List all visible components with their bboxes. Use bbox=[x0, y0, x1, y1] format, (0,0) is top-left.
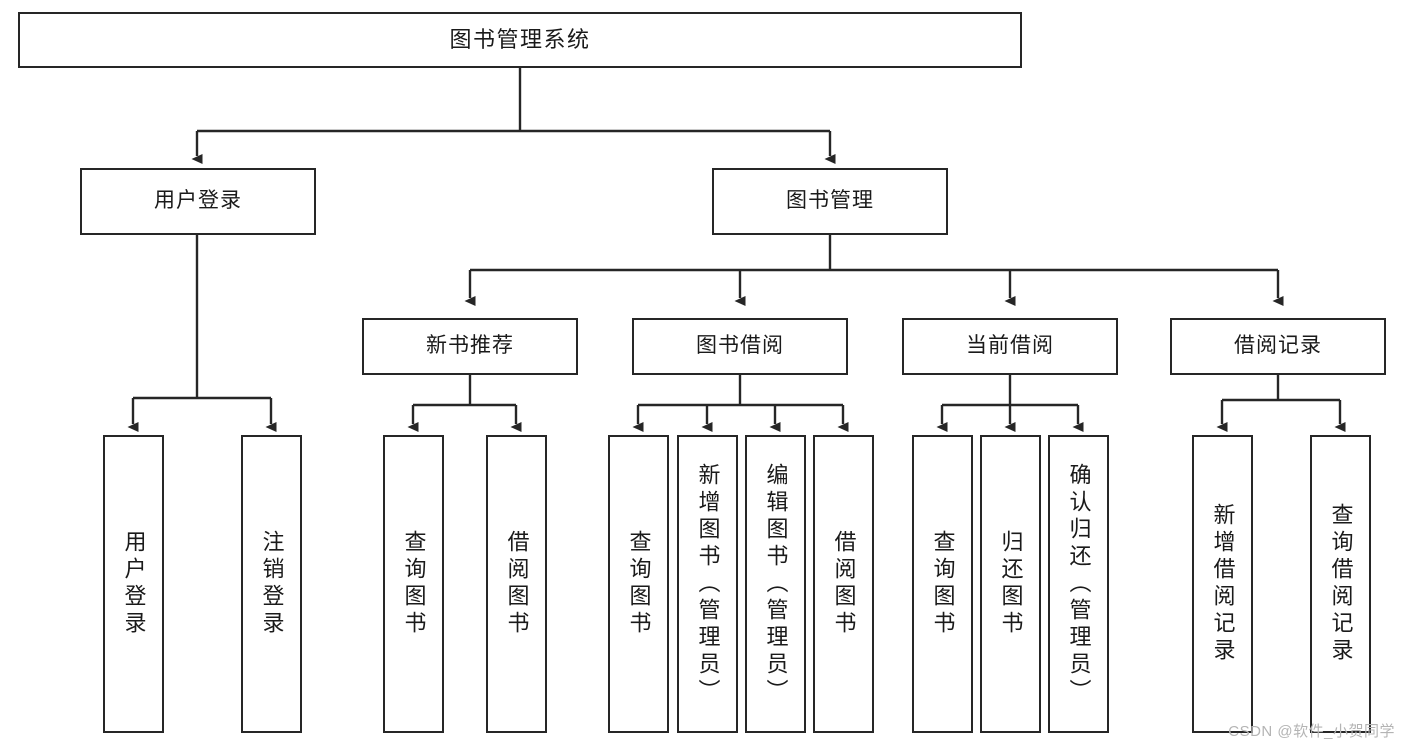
node-label: 查询借阅记录 bbox=[1328, 503, 1354, 665]
node-book-borrow[interactable]: 图书借阅 bbox=[632, 318, 848, 375]
node-label: 图书管理 bbox=[786, 189, 874, 213]
node-label: 借阅图书 bbox=[831, 530, 857, 638]
leaf-borrow-book[interactable]: 借阅图书 bbox=[813, 435, 874, 733]
leaf-query-book-recommend[interactable]: 查询图书 bbox=[383, 435, 444, 733]
node-label: 当前借阅 bbox=[966, 334, 1054, 358]
node-user-login[interactable]: 用户登录 bbox=[80, 168, 316, 235]
node-label: 归还图书 bbox=[998, 530, 1024, 638]
leaf-confirm-return-admin[interactable]: 确认归还（管理员） bbox=[1048, 435, 1109, 733]
node-label: 查询图书 bbox=[401, 530, 427, 638]
node-current-borrow[interactable]: 当前借阅 bbox=[902, 318, 1118, 375]
node-label: 编辑图书（管理员） bbox=[763, 462, 789, 706]
leaf-add-book-admin[interactable]: 新增图书（管理员） bbox=[677, 435, 738, 733]
node-label: 借阅记录 bbox=[1234, 334, 1322, 358]
node-label: 确认归还（管理员） bbox=[1066, 462, 1092, 706]
node-label: 用户登录 bbox=[121, 530, 147, 638]
node-label: 新书推荐 bbox=[426, 334, 514, 358]
node-label: 新增借阅记录 bbox=[1210, 503, 1236, 665]
node-label: 查询图书 bbox=[930, 530, 956, 638]
leaf-user-login[interactable]: 用户登录 bbox=[103, 435, 164, 733]
node-root-system[interactable]: 图书管理系统 bbox=[18, 12, 1022, 68]
leaf-borrow-book-recommend[interactable]: 借阅图书 bbox=[486, 435, 547, 733]
node-label: 新增图书（管理员） bbox=[695, 462, 721, 706]
leaf-return-book[interactable]: 归还图书 bbox=[980, 435, 1041, 733]
leaf-query-borrow-record[interactable]: 查询借阅记录 bbox=[1310, 435, 1371, 733]
node-new-book-recommend[interactable]: 新书推荐 bbox=[362, 318, 578, 375]
leaf-edit-book-admin[interactable]: 编辑图书（管理员） bbox=[745, 435, 806, 733]
node-book-management[interactable]: 图书管理 bbox=[712, 168, 948, 235]
leaf-query-book-current[interactable]: 查询图书 bbox=[912, 435, 973, 733]
node-borrow-record[interactable]: 借阅记录 bbox=[1170, 318, 1386, 375]
leaf-logout[interactable]: 注销登录 bbox=[241, 435, 302, 733]
leaf-add-borrow-record[interactable]: 新增借阅记录 bbox=[1192, 435, 1253, 733]
node-label: 图书管理系统 bbox=[449, 27, 591, 53]
node-label: 借阅图书 bbox=[504, 530, 530, 638]
node-label: 用户登录 bbox=[154, 189, 242, 213]
node-label: 图书借阅 bbox=[696, 334, 784, 358]
leaf-query-book-borrow[interactable]: 查询图书 bbox=[608, 435, 669, 733]
node-label: 查询图书 bbox=[626, 530, 652, 638]
node-label: 注销登录 bbox=[259, 530, 285, 638]
